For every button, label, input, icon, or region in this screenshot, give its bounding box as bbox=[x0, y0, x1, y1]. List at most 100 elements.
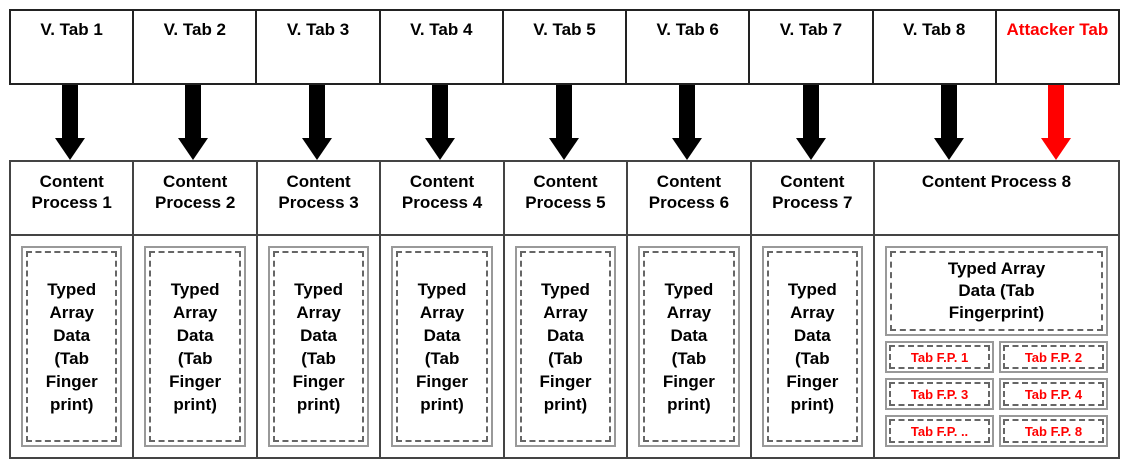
tab-fingerprint-inner: Tab F.P. 2 bbox=[1003, 345, 1104, 369]
tab-fingerprint-inner: Tab F.P. 4 bbox=[1003, 382, 1104, 406]
typed-array-inner: Typed Array Data (Tab Finger print) bbox=[272, 251, 365, 442]
process-title: Content Process 7 bbox=[751, 162, 874, 236]
tab-cell-1[interactable]: V. Tab 1 bbox=[11, 11, 135, 83]
process-body: Typed Array Data (Tab Fingerprint) Tab F… bbox=[875, 236, 1118, 457]
arrow-head bbox=[796, 138, 826, 160]
memory-label: Typed Array Data (Tab Finger print) bbox=[539, 279, 592, 414]
tab-fingerprint-cell[interactable]: Tab F.P. 2 bbox=[999, 341, 1108, 373]
tab-fingerprint-inner: Tab F.P. 1 bbox=[889, 345, 990, 369]
arrow-shaft bbox=[679, 85, 695, 139]
arrow-tab-7 bbox=[796, 85, 826, 160]
tab-cell-5[interactable]: V. Tab 5 bbox=[504, 11, 628, 83]
tab-label: V. Tab 5 bbox=[533, 20, 596, 39]
tab-cell-6[interactable]: V. Tab 6 bbox=[627, 11, 751, 83]
tab-cell-8[interactable]: V. Tab 8 bbox=[874, 11, 997, 83]
process-body: Typed Array Data (Tab Finger print) bbox=[258, 236, 379, 457]
tab-cell-4[interactable]: V. Tab 4 bbox=[381, 11, 504, 83]
tab-label: V. Tab 4 bbox=[410, 20, 473, 39]
typed-array-memory-block: Typed Array Data (Tab Finger print) bbox=[638, 246, 740, 447]
arrow-head bbox=[672, 138, 702, 160]
memory-label: Typed Array Data (Tab Finger print) bbox=[662, 279, 715, 414]
tab-label: V. Tab 7 bbox=[779, 20, 843, 39]
arrow-tab-3 bbox=[302, 85, 332, 160]
process-title: Content Process 4 bbox=[381, 162, 503, 236]
typed-array-memory-block: Typed Array Data (Tab Finger print) bbox=[267, 246, 370, 447]
content-process-7[interactable]: Content Process 7 Typed Array Data (Tab … bbox=[751, 162, 876, 457]
typed-array-memory-block: Typed Array Data (Tab Finger print) bbox=[391, 246, 493, 447]
tab-cell-3[interactable]: V. Tab 3 bbox=[257, 11, 381, 83]
tab-fingerprint-label: Tab F.P. 1 bbox=[910, 349, 969, 365]
typed-array-inner: Typed Array Data (Tab Finger print) bbox=[149, 251, 241, 442]
arrow-head bbox=[302, 138, 332, 160]
typed-array-inner: Typed Array Data (Tab Finger print) bbox=[643, 251, 735, 442]
arrow-tab-8 bbox=[934, 85, 964, 160]
arrow-shaft bbox=[556, 85, 572, 139]
tab-fingerprint-grid: Tab F.P. 1 Tab F.P. 2 Tab F.P. 3 Tab F.P… bbox=[885, 341, 1108, 447]
tab-label: Attacker Tab bbox=[1006, 20, 1109, 39]
tab-fingerprint-cell[interactable]: Tab F.P. 4 bbox=[999, 378, 1108, 410]
content-process-1[interactable]: Content Process 1 Typed Array Data (Tab … bbox=[11, 162, 135, 457]
process-body: Typed Array Data (Tab Finger print) bbox=[134, 236, 255, 457]
tab-fingerprint-inner: Tab F.P. .. bbox=[889, 419, 990, 443]
content-process-8[interactable]: Content Process 8 Typed Array Data (Tab … bbox=[875, 162, 1118, 457]
arrow-head bbox=[425, 138, 455, 160]
tab-fingerprint-label: Tab F.P. 3 bbox=[910, 386, 969, 402]
arrow-head bbox=[549, 138, 579, 160]
memory-label: Typed Array Data (Tab Fingerprint) bbox=[947, 259, 1046, 322]
tab-fingerprint-cell[interactable]: Tab F.P. 1 bbox=[885, 341, 994, 373]
content-process-4[interactable]: Content Process 4 Typed Array Data (Tab … bbox=[381, 162, 505, 457]
process-title: Content Process 8 bbox=[875, 162, 1118, 236]
typed-array-memory-block: Typed Array Data (Tab Finger print) bbox=[761, 246, 864, 447]
arrow-shaft bbox=[62, 85, 78, 139]
memory-label: Typed Array Data (Tab Finger print) bbox=[416, 279, 468, 414]
arrow-head bbox=[934, 138, 964, 160]
process-body: Typed Array Data (Tab Finger print) bbox=[11, 236, 132, 457]
tab-fingerprint-inner: Tab F.P. 8 bbox=[1003, 419, 1104, 443]
content-process-6[interactable]: Content Process 6 Typed Array Data (Tab … bbox=[628, 162, 752, 457]
memory-label: Typed Array Data (Tab Finger print) bbox=[292, 279, 345, 414]
tab-fingerprint-cell[interactable]: Tab F.P. .. bbox=[885, 415, 994, 447]
process-body: Typed Array Data (Tab Finger print) bbox=[752, 236, 873, 457]
typed-array-inner: Typed Array Data (Tab Finger print) bbox=[396, 251, 488, 442]
tab-label: V. Tab 2 bbox=[163, 20, 227, 39]
tab-label: V. Tab 6 bbox=[656, 20, 719, 39]
tab-fingerprint-label: Tab F.P. 4 bbox=[1024, 386, 1083, 402]
arrow-head bbox=[178, 138, 208, 160]
memory-label: Typed Array Data (Tab Finger print) bbox=[786, 279, 839, 414]
memory-label: Typed Array Data (Tab Finger print) bbox=[169, 279, 222, 414]
content-process-3[interactable]: Content Process 3 Typed Array Data (Tab … bbox=[257, 162, 382, 457]
arrow-shaft bbox=[185, 85, 201, 139]
tab-label: V. Tab 8 bbox=[902, 20, 966, 39]
process-body: Typed Array Data (Tab Finger print) bbox=[628, 236, 749, 457]
tab-fingerprint-label: Tab F.P. 8 bbox=[1024, 423, 1083, 439]
content-process-2[interactable]: Content Process 2 Typed Array Data (Tab … bbox=[134, 162, 258, 457]
arrow-shaft bbox=[803, 85, 819, 139]
process-body: Typed Array Data (Tab Finger print) bbox=[381, 236, 502, 457]
arrow-tab-6 bbox=[672, 85, 702, 160]
tab-fingerprint-label: Tab F.P. .. bbox=[910, 423, 969, 439]
process-title: Content Process 1 bbox=[11, 162, 133, 236]
typed-array-inner: Typed Array Data (Tab Finger print) bbox=[519, 251, 612, 442]
arrow-tab-2 bbox=[178, 85, 208, 160]
typed-array-memory-block: Typed Array Data (Tab Finger print) bbox=[21, 246, 123, 447]
tab-label: V. Tab 1 bbox=[40, 20, 103, 39]
tab-fingerprint-label: Tab F.P. 2 bbox=[1024, 349, 1083, 365]
memory-label: Typed Array Data (Tab Finger print) bbox=[45, 279, 98, 414]
process-title: Content Process 5 bbox=[504, 162, 627, 236]
arrow-head bbox=[55, 138, 85, 160]
tab-cell-attacker[interactable]: Attacker Tab bbox=[997, 11, 1118, 83]
tab-fingerprint-cell[interactable]: Tab F.P. 8 bbox=[999, 415, 1108, 447]
tab-fingerprint-cell[interactable]: Tab F.P. 3 bbox=[885, 378, 994, 410]
tab-cell-2[interactable]: V. Tab 2 bbox=[134, 11, 258, 83]
arrow-shaft bbox=[941, 85, 957, 139]
tab-fingerprint-inner: Tab F.P. 3 bbox=[889, 382, 990, 406]
tab-cell-7[interactable]: V. Tab 7 bbox=[750, 11, 874, 83]
process-body: Typed Array Data (Tab Finger print) bbox=[505, 236, 626, 457]
content-process-row: Content Process 1 Typed Array Data (Tab … bbox=[9, 160, 1120, 459]
arrow-shaft bbox=[432, 85, 448, 139]
typed-array-inner: Typed Array Data (Tab Fingerprint) bbox=[890, 251, 1103, 331]
content-process-5[interactable]: Content Process 5 Typed Array Data (Tab … bbox=[504, 162, 629, 457]
arrow-shaft bbox=[309, 85, 325, 139]
process-title: Content Process 6 bbox=[628, 162, 750, 236]
typed-array-inner: Typed Array Data (Tab Finger print) bbox=[766, 251, 859, 442]
